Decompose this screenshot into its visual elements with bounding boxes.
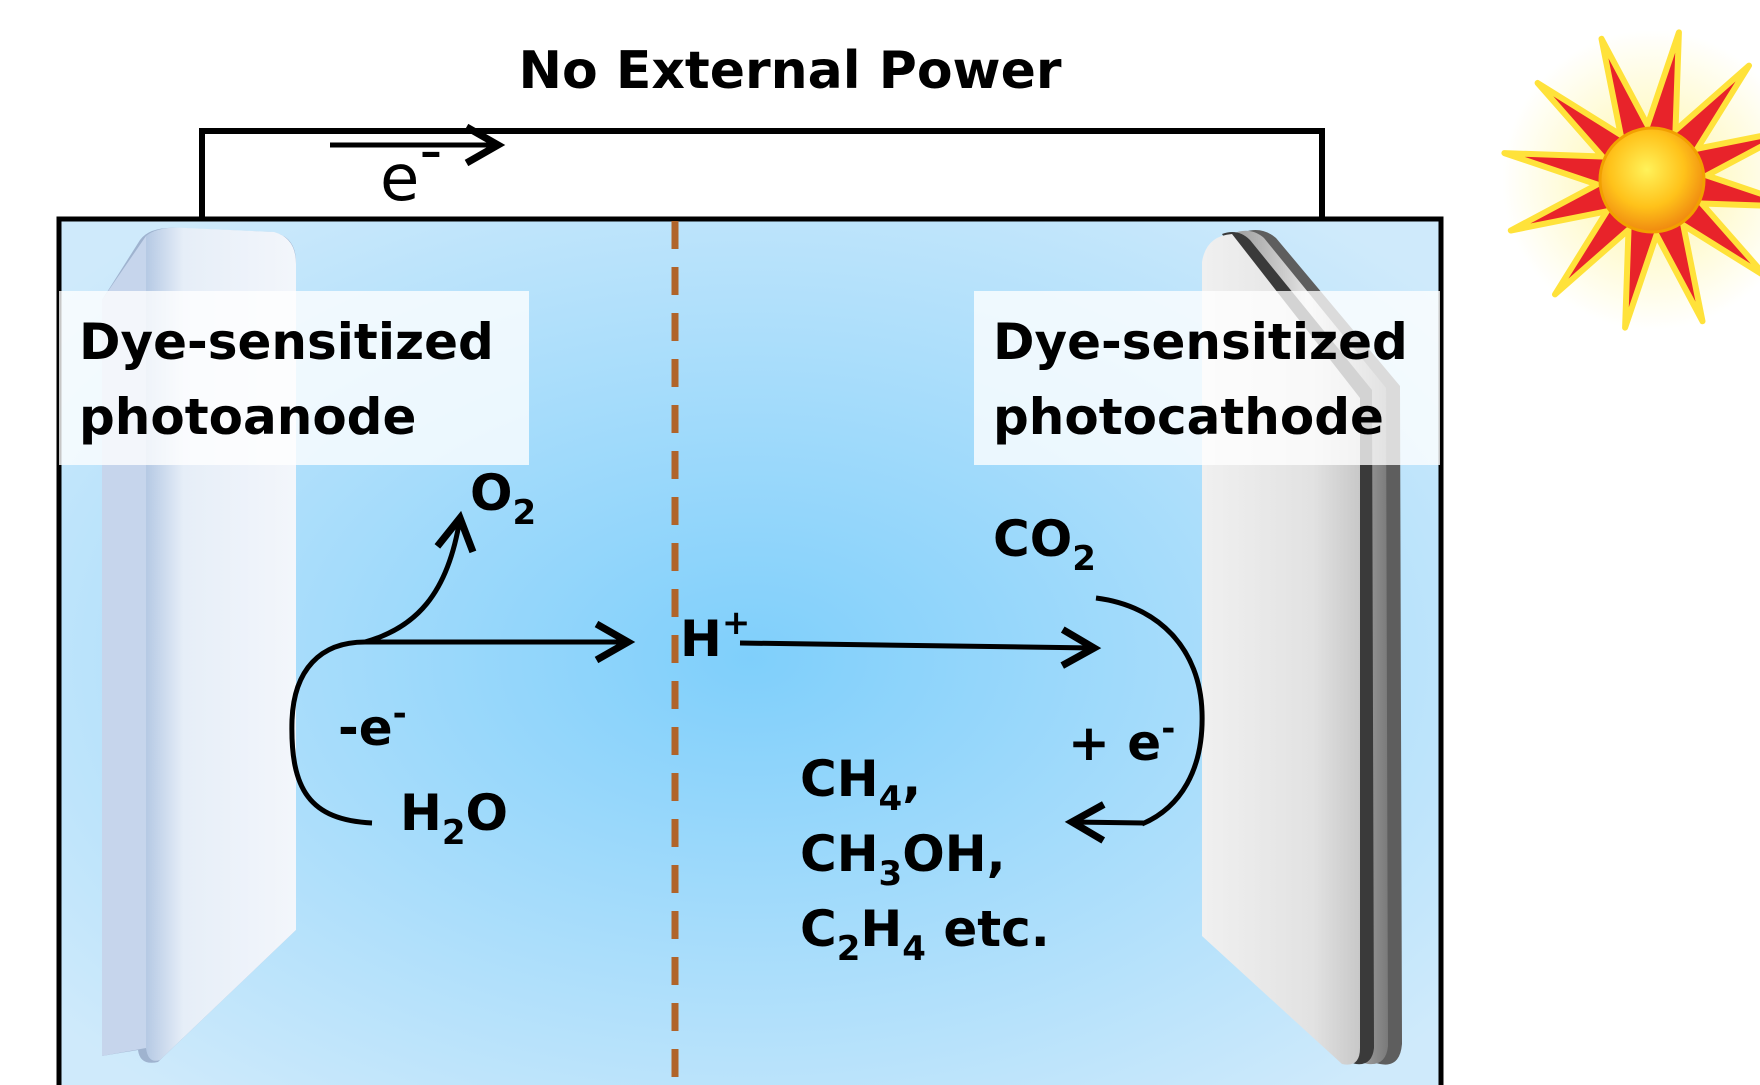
photocathode-label-line2: photocathode [993, 388, 1384, 446]
water-oxidation-curve [289, 639, 373, 826]
product-line-1-part: , [902, 750, 921, 808]
product-line-1: CH4, [800, 750, 921, 819]
product-line-2: CH3OH, [800, 825, 1006, 894]
diagram-title: No External Power [518, 41, 1061, 101]
water-label: H2O [400, 784, 508, 853]
sun-icon [1501, 29, 1760, 331]
photocathode-label-box [974, 291, 1440, 465]
product-line-3-part: 4 [902, 929, 926, 969]
cathode-electron-gain-label: + e- [1068, 709, 1175, 772]
product-line-3-part: C [800, 900, 837, 958]
product-line-3-part: etc. [926, 900, 1050, 958]
co2-label: CO2 [993, 510, 1096, 579]
photoanode-label-box [59, 291, 529, 465]
product-list: CH4,CH3OH,C2H4 etc. [800, 750, 1050, 969]
proton-label: H+ [680, 603, 750, 668]
product-line-3: C2H4 etc. [800, 900, 1050, 969]
product-arrow [1064, 801, 1145, 844]
product-line-1-part: CH [800, 750, 879, 808]
oxygen-label: O2 [470, 464, 536, 533]
co2-reduction-curve [1095, 595, 1205, 827]
external-wire [199, 128, 1325, 296]
product-line-3-part: 2 [837, 929, 861, 969]
photoanode-label-line1: Dye-sensitized [79, 313, 494, 371]
proton-to-cathode-arrow [739, 626, 1102, 669]
electron-label: e- [380, 114, 442, 216]
photoanode-label-line2: photoanode [79, 388, 416, 446]
product-line-1-part: 4 [879, 779, 903, 819]
photocathode-label-line1: Dye-sensitized [993, 313, 1408, 371]
anode-electron-loss-label: -e- [338, 694, 407, 757]
product-line-2-part: OH, [902, 825, 1005, 883]
product-line-2-part: 3 [879, 854, 903, 894]
product-line-3-part: H [860, 900, 902, 958]
product-line-2-part: CH [800, 825, 879, 883]
oxygen-release-arrow [364, 510, 477, 645]
